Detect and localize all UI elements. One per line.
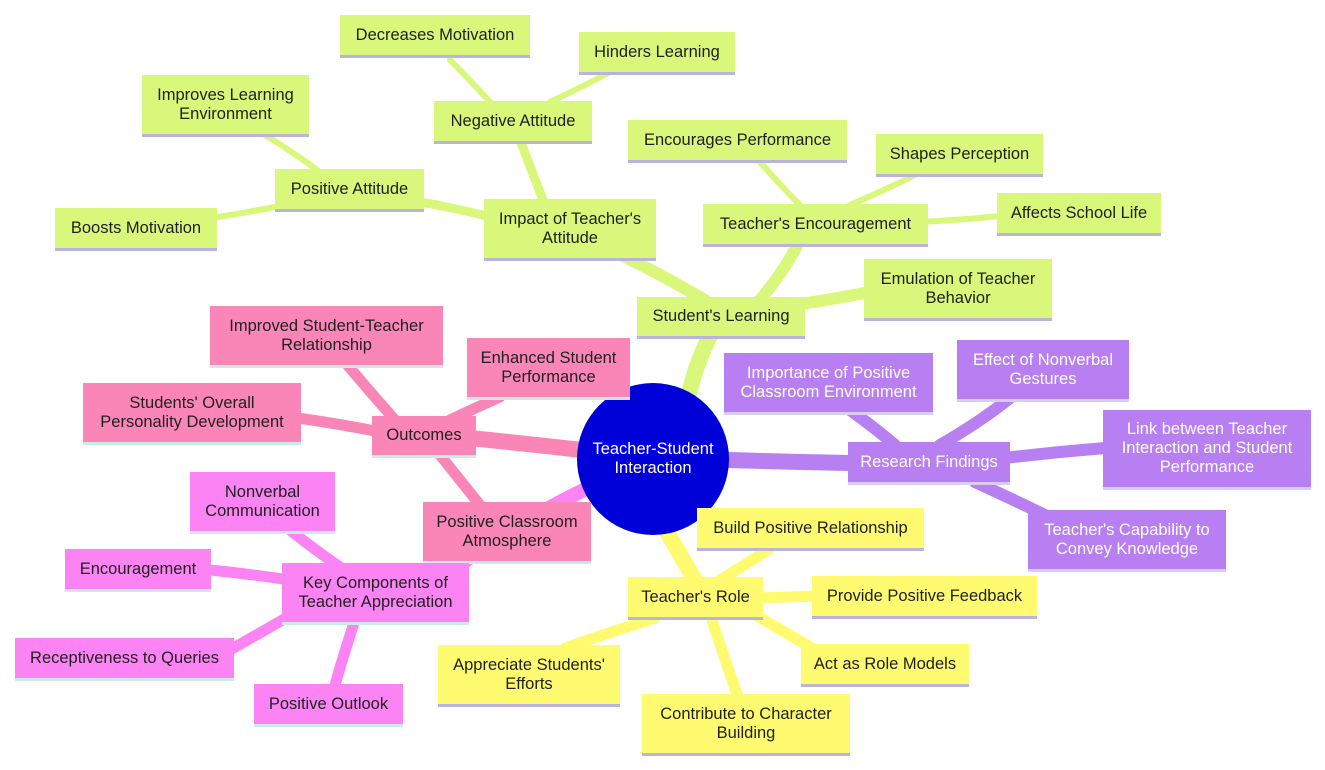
link-research-gestures <box>934 392 1016 451</box>
link-appreciation-outlook <box>329 614 361 691</box>
node-receptiveness-to-queries[interactable]: Receptiveness to Queries <box>15 638 234 681</box>
link-root-outcomes <box>452 429 590 458</box>
link-appreciation-nonverbal <box>284 524 346 573</box>
node-positive-attitude[interactable]: Positive Attitude <box>275 169 424 212</box>
node-nonverbal-communication[interactable]: Nonverbal Communication <box>190 472 335 534</box>
node-encouragement[interactable]: Encouragement <box>65 549 211 592</box>
node-encourages-performance[interactable]: Encourages Performance <box>628 120 847 163</box>
node-effect-of-nonverbal-gestures[interactable]: Effect of Nonverbal Gestures <box>957 340 1129 402</box>
link-appreciation-encouragement <box>204 564 296 586</box>
link-negative-decreases <box>447 57 493 105</box>
link-negative-hinders <box>547 69 613 105</box>
node-improved-student-teacher-relationship[interactable]: Improved Student-Teacher Relationship <box>210 306 443 368</box>
link-root-teachers-role <box>657 520 703 588</box>
node-enhanced-student-performance[interactable]: Enhanced Student Performance <box>467 338 630 400</box>
node-improves-learning-environment[interactable]: Improves Learning Environment <box>142 75 309 137</box>
link-role-feedback <box>754 590 821 604</box>
node-teachers-role[interactable]: Teacher's Role <box>628 577 763 620</box>
link-outcomes-atmosphere <box>434 449 486 511</box>
link-encouragement-performance <box>757 159 803 208</box>
node-contribute-to-character-building[interactable]: Contribute to Character Building <box>642 694 850 756</box>
node-students-overall-personality-development[interactable]: Students' Overall Personality Developmen… <box>83 383 301 445</box>
node-positive-classroom-atmosphere[interactable]: Positive Classroom Atmosphere <box>423 502 591 564</box>
node-students-learning[interactable]: Student's Learning <box>637 297 805 339</box>
node-affects-school-life[interactable]: Affects School Life <box>997 193 1161 236</box>
node-boosts-motivation[interactable]: Boosts Motivation <box>55 208 217 251</box>
node-shapes-perception[interactable]: Shapes Perception <box>876 134 1043 177</box>
node-provide-positive-feedback[interactable]: Provide Positive Feedback <box>812 576 1037 619</box>
link-learning-encouragement <box>754 234 806 306</box>
node-positive-outlook[interactable]: Positive Outlook <box>254 684 403 727</box>
link-research-environment <box>844 404 901 451</box>
link-positive-improves <box>262 132 323 175</box>
node-link-between-teacher-interaction-and-student-performance[interactable]: Link between Teacher Interaction and Stu… <box>1103 410 1311 490</box>
link-encouragement-schoollife <box>917 213 1003 225</box>
link-encouragement-perception <box>847 172 918 208</box>
node-negative-attitude[interactable]: Negative Attitude <box>434 101 592 144</box>
node-build-positive-relationship[interactable]: Build Positive Relationship <box>697 508 924 551</box>
node-key-components-of-teacher-appreciation[interactable]: Key Components of Teacher Appreciation <box>282 563 469 625</box>
link-research-link <box>999 442 1111 464</box>
node-impact-of-teachers-attitude[interactable]: Impact of Teacher's Attitude <box>484 199 656 261</box>
node-research-findings[interactable]: Research Findings <box>848 442 1010 485</box>
link-role-character <box>706 614 744 703</box>
node-importance-of-positive-classroom-environment[interactable]: Importance of Positive Classroom Environ… <box>724 353 933 415</box>
node-decreases-motivation[interactable]: Decreases Motivation <box>340 15 530 58</box>
link-outcomes-relationship <box>339 356 401 426</box>
link-root-research <box>720 452 858 471</box>
link-role-efforts <box>559 612 661 654</box>
node-hinders-learning[interactable]: Hinders Learning <box>579 32 735 75</box>
node-outcomes[interactable]: Outcomes <box>372 416 476 458</box>
node-teachers-capability-to-convey-knowledge[interactable]: Teacher's Capability to Convey Knowledge <box>1028 510 1226 572</box>
node-appreciate-students-efforts[interactable]: Appreciate Students' Efforts <box>438 645 620 707</box>
link-outcomes-personality <box>292 412 386 438</box>
node-teachers-encouragement[interactable]: Teacher's Encouragement <box>703 204 928 247</box>
link-impact-negative <box>515 135 550 210</box>
node-act-as-role-models[interactable]: Act as Role Models <box>801 644 969 687</box>
node-emulation-of-teacher-behavior[interactable]: Emulation of Teacher Behavior <box>864 259 1052 321</box>
